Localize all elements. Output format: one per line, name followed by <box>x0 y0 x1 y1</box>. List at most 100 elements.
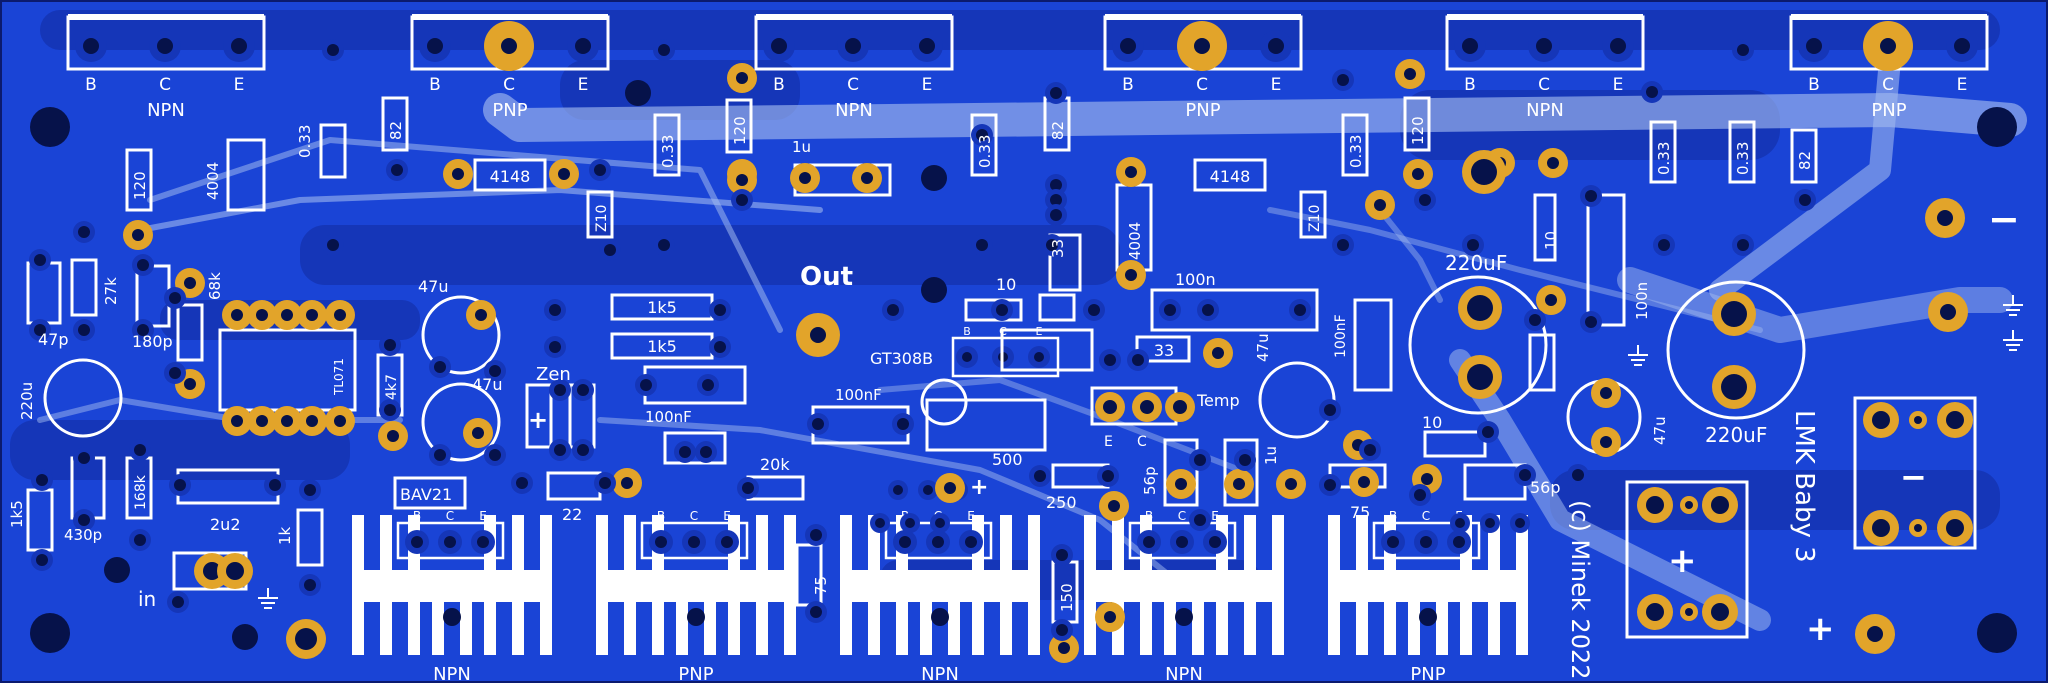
via-hole <box>1324 404 1336 416</box>
label-pin-c: C <box>1137 434 1147 450</box>
pad-hole <box>1212 347 1224 359</box>
label-c-47p: 47p <box>38 330 69 349</box>
pad-hole <box>558 168 570 180</box>
via-hole <box>384 404 396 416</box>
ground-icon <box>1628 345 1648 366</box>
pin-label: B <box>1464 75 1476 95</box>
transistor-tab <box>1447 14 1643 20</box>
transistor-type-label: NPN <box>921 664 959 683</box>
via-hole <box>516 477 528 489</box>
pad-hole <box>1358 476 1370 488</box>
pad-hole <box>1462 38 1478 54</box>
pad-hole <box>1946 411 1964 429</box>
label-r-10-c: 10 <box>1422 413 1442 432</box>
pad-hole <box>444 536 456 548</box>
pad-hole <box>923 485 933 495</box>
label-r-22: 22 <box>562 505 582 524</box>
via-hole <box>1056 549 1068 561</box>
via-hole <box>714 304 726 316</box>
via-hole <box>1194 514 1206 526</box>
label-r-1k5-a: 1k5 <box>647 298 677 317</box>
pad-hole <box>1600 387 1612 399</box>
heatsink-fin <box>704 602 716 655</box>
pad-hole <box>452 168 464 180</box>
pad-hole <box>281 309 293 321</box>
heatsink-fin <box>1192 602 1204 655</box>
pin-label: B <box>1122 75 1134 95</box>
heatsink-fin <box>784 515 796 655</box>
via-hole <box>1050 194 1062 206</box>
pin-label: E <box>1271 75 1282 95</box>
pad-hole <box>1937 210 1953 226</box>
pad-hole <box>1467 364 1493 390</box>
label-r-168k: 168k <box>133 474 149 510</box>
label-r-33-a: 33 <box>1049 239 1067 258</box>
label-c-47u-a: 47u <box>418 277 449 296</box>
pad-hole <box>1467 295 1493 321</box>
label-r-4k7: 4k7 <box>384 374 400 400</box>
pad-hole <box>736 174 748 186</box>
label-c-1u-a: 1u <box>792 138 811 156</box>
label-r-20k: 20k <box>760 455 790 474</box>
heatsink-fin <box>676 602 688 655</box>
pad-hole <box>1404 68 1416 80</box>
pad-hole <box>655 536 667 548</box>
pad-hole <box>231 309 243 321</box>
heatsink-fin <box>756 515 768 655</box>
label-r-250: 250 <box>1046 493 1077 512</box>
heatsink-fin <box>432 602 444 655</box>
heatsink-fin <box>840 515 852 655</box>
transistor-tab <box>756 14 952 20</box>
heatsink-fin <box>1000 515 1012 655</box>
label-c-1u-b: 1u <box>1262 446 1280 465</box>
transistor-outline <box>396 521 505 560</box>
via-hole <box>1737 44 1749 56</box>
pad-hole <box>799 172 811 184</box>
pin-label: C <box>1422 509 1430 523</box>
via-hole <box>887 304 899 316</box>
pad-hole <box>1545 294 1557 306</box>
label-minus-connector: − <box>1900 458 1927 496</box>
via-hole <box>1050 87 1062 99</box>
pad-hole <box>334 309 346 321</box>
bottom-transistor-row: BCENPNBCEPNPBCENPNBCENPNBCEPNP <box>396 509 1481 683</box>
pad-hole <box>411 536 423 548</box>
via-hole <box>1050 209 1062 221</box>
pad-hole <box>1120 38 1136 54</box>
pad-hole <box>875 518 885 528</box>
pad-hole <box>472 427 484 439</box>
transistor-type-label: PNP <box>1871 100 1906 121</box>
pad-hole <box>203 562 221 580</box>
transistor-type-label: NPN <box>1526 100 1564 121</box>
pad-hole <box>1421 473 1433 485</box>
pad-hole <box>1420 536 1432 548</box>
transistor-outline <box>1372 521 1481 560</box>
label-c-100nf-a: 100nF <box>645 408 692 426</box>
label-temp: Temp <box>1196 391 1240 410</box>
pin-label: B <box>773 75 785 95</box>
via-hole <box>1646 86 1658 98</box>
pad-hole <box>1176 536 1188 548</box>
pad-hole <box>1711 603 1729 621</box>
pin-label: B <box>1145 509 1153 523</box>
transistor-type-label: NPN <box>835 100 873 121</box>
label-c-56p-a: 56p <box>1141 466 1159 495</box>
via-hole <box>1585 316 1597 328</box>
label-r-75-a: 75 <box>812 576 830 595</box>
pin-label: E <box>479 509 487 523</box>
pad-hole <box>1867 626 1883 642</box>
pad-hole <box>1471 159 1497 185</box>
transistor-type-label: NPN <box>433 664 471 683</box>
pad-hole <box>1880 38 1896 54</box>
label-r-82-a: 82 <box>387 121 405 140</box>
label-r-1k: 1k <box>276 526 294 545</box>
pad-hole <box>306 309 318 321</box>
pad-hole <box>1515 518 1525 528</box>
transistor-outline <box>951 336 1060 378</box>
pin-label: C <box>1196 75 1208 95</box>
